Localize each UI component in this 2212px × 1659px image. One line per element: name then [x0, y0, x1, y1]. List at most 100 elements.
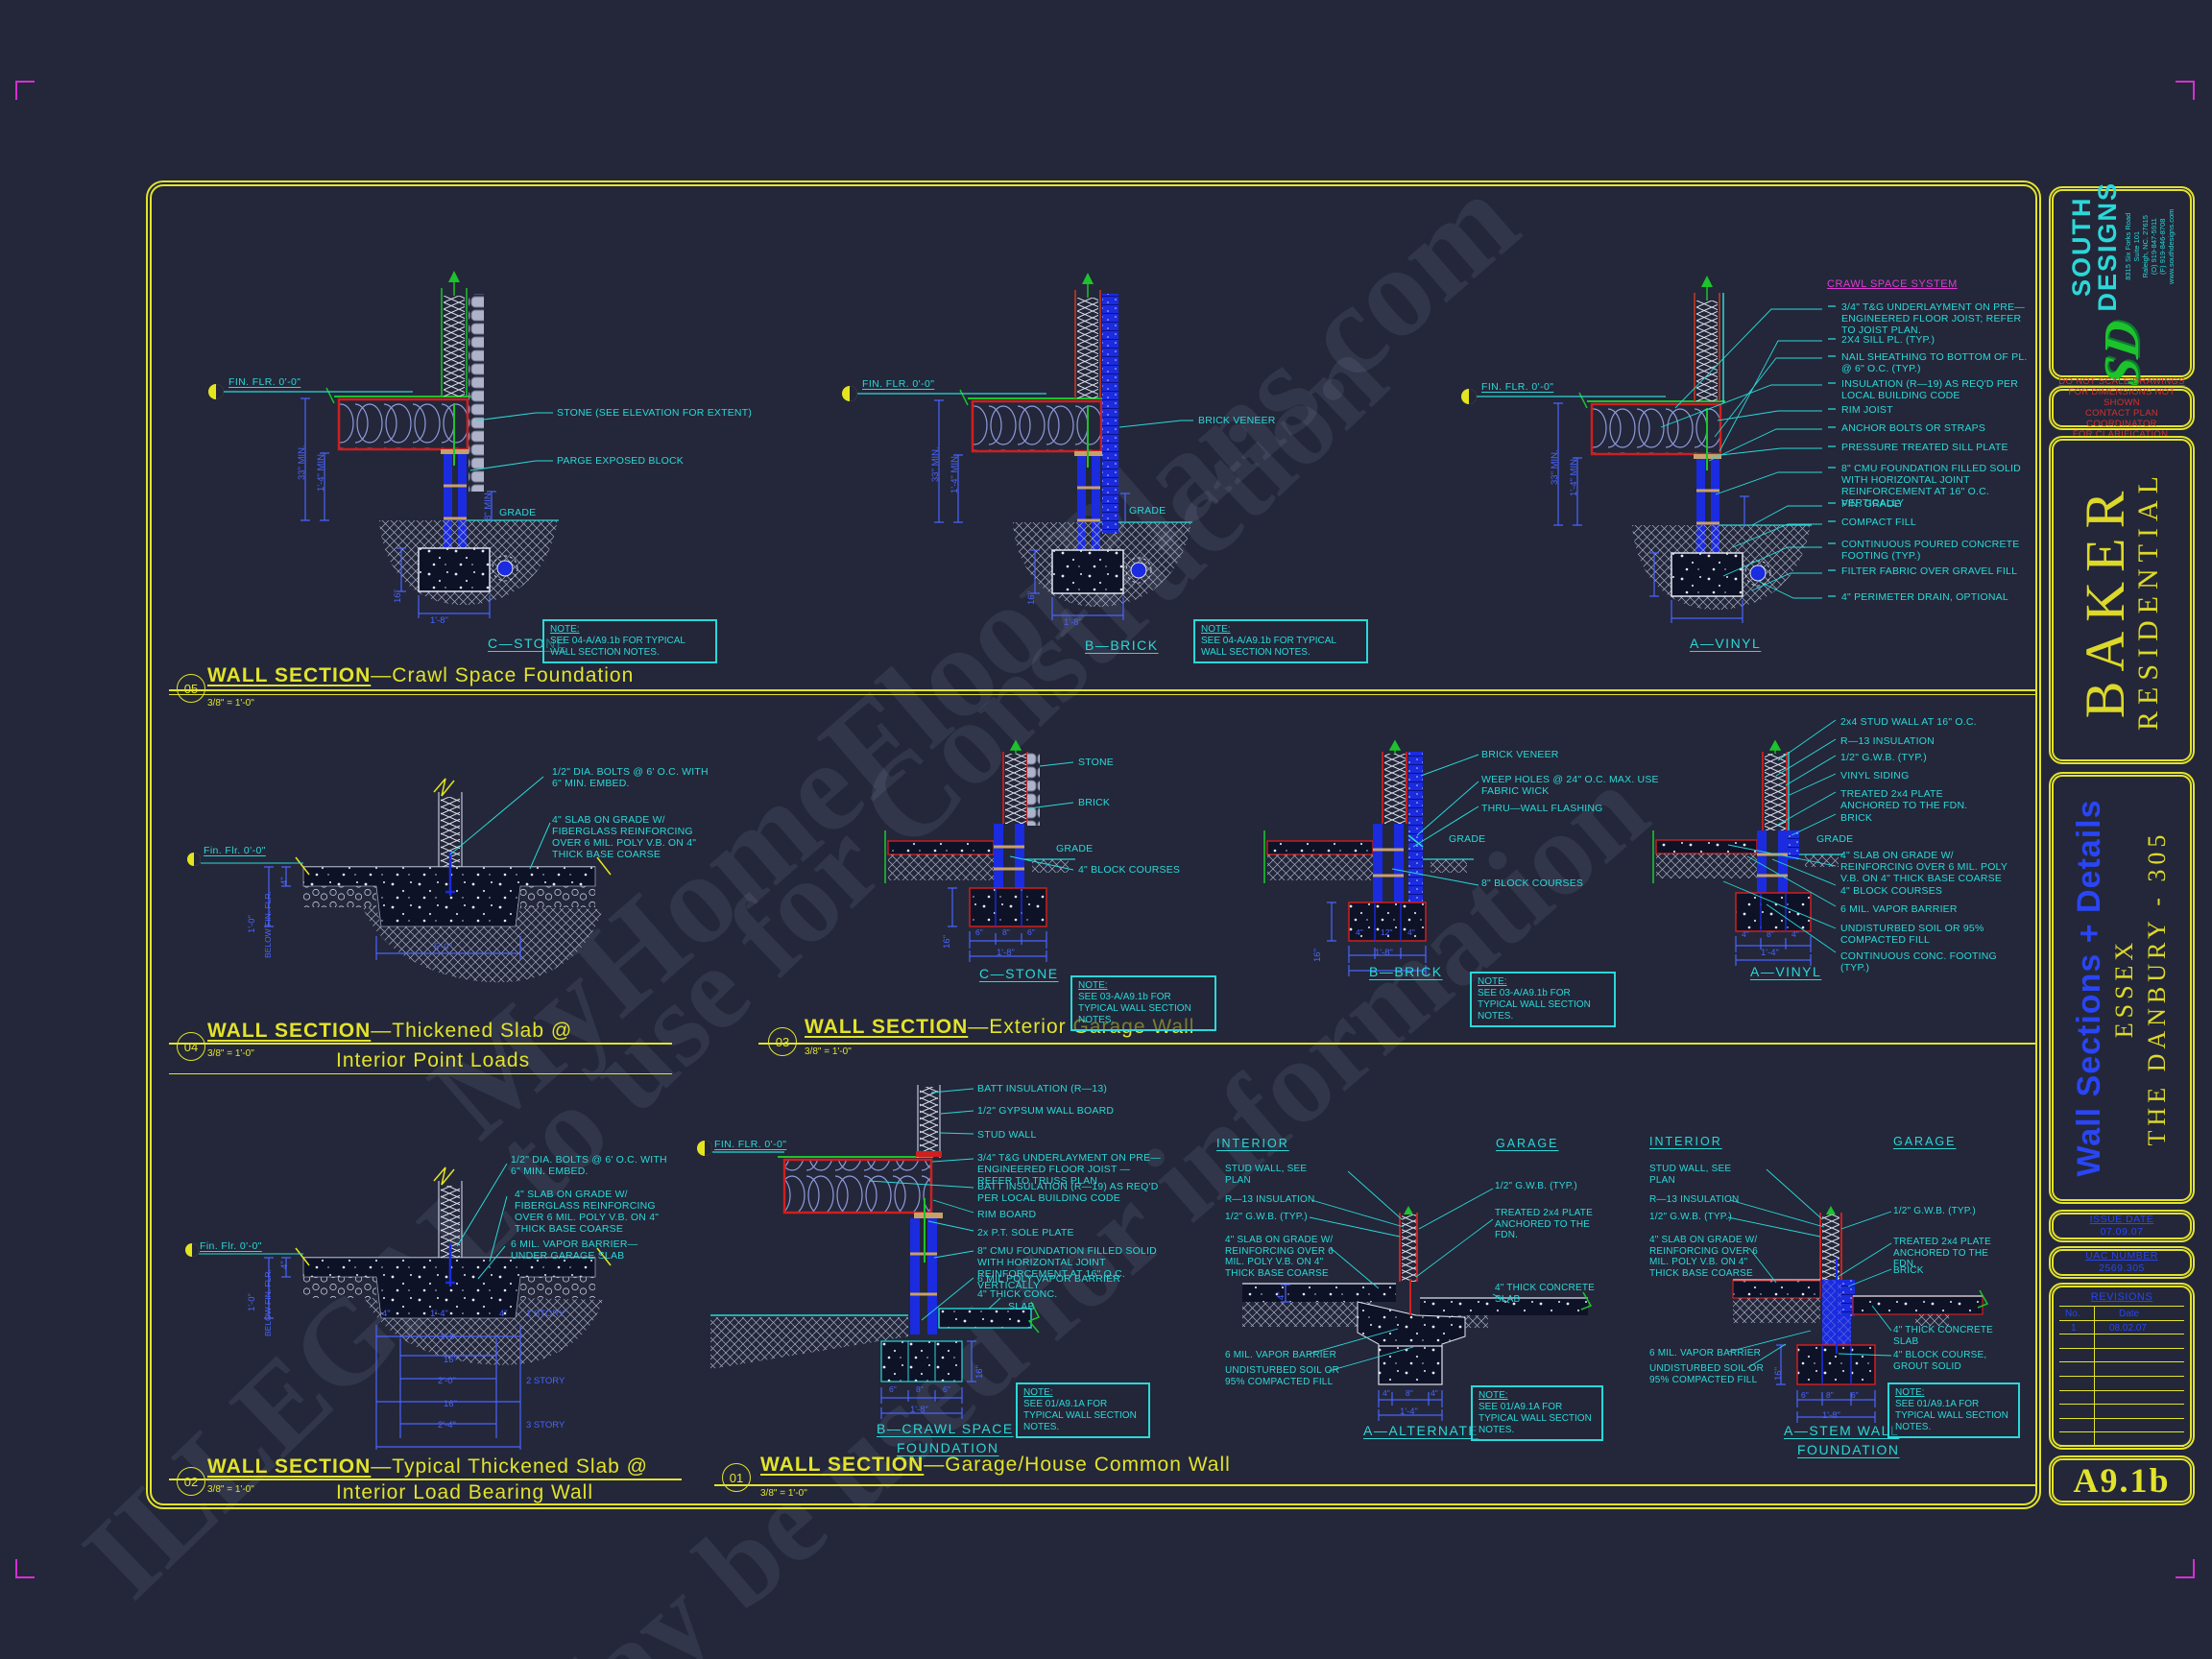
dim-01alt-s1: 4"	[1382, 1388, 1390, 1398]
common-wall-leaders	[868, 1088, 1001, 1321]
callout-03a-8: 4" SLAB ON GRADE W/ REINFORCING OVER 6 M…	[1840, 850, 2008, 884]
dim-02-below: BELOW FIN. FLR.	[263, 1269, 273, 1336]
note-05b: NOTE:SEE 04-A/A9.1b FOR TYPICAL WALL SEC…	[1193, 619, 1368, 663]
sheet-number: A9.1b	[2073, 1461, 2171, 1500]
callout-01alt-r3: 4" THICK CONCRETE SLAB	[1495, 1283, 1596, 1305]
callout-01b-slab: SLAB	[1008, 1301, 1035, 1312]
section-01-title-rest: —Garage/House Common Wall	[924, 1454, 1231, 1476]
label-03a: A—VINYL	[1750, 964, 1822, 979]
section-02-scale: 3/8" = 1'-0"	[207, 1484, 254, 1495]
dim-01b-s3: 6"	[943, 1384, 950, 1394]
callout-01alt-l6: UNDISTURBED SOIL OR 95% COMPACTED FILL	[1225, 1365, 1340, 1387]
revision-row-empty	[2059, 1432, 2184, 1447]
disclaimer-4: FOR CLARIFICATION.	[2072, 429, 2172, 440]
section-03-bubble: 03	[768, 1027, 797, 1056]
callout-01alt-l5: 6 MIL. VAPOR BARRIER	[1225, 1350, 1337, 1360]
crawl-item-4: INSULATION (R—19) AS REQ'D PER LOCAL BUI…	[1841, 378, 2019, 401]
titleblock-sheetnumber-box: A9.1b	[2049, 1455, 2195, 1505]
corner-mark-bottom-left	[15, 1559, 35, 1578]
label-03b: B—BRICK	[1369, 964, 1443, 979]
note-03b: NOTE:SEE 03-A/A9.1b FOR TYPICAL WALL SEC…	[1470, 972, 1616, 1027]
label-05b: B—BRICK	[1085, 637, 1159, 653]
callout-04-slab: 4" SLAB ON GRADE W/ FIBERGLASS REINFORCI…	[552, 814, 697, 860]
dim-03b-s2: 12"	[1381, 927, 1393, 937]
section-05-rule-2	[169, 694, 2037, 695]
dim-04-50: 5'-0"	[434, 942, 452, 952]
dim-05c-16: 16"	[393, 589, 403, 603]
callout-01alt-l2: R—13 INSULATION	[1225, 1194, 1315, 1205]
titleblock-project-content: Wall Sections + Details ESSEX THE DANBUR…	[2054, 779, 2190, 1197]
detail-03c-linework	[884, 739, 1075, 962]
callout-03c-stone: STONE	[1078, 757, 1114, 768]
dim-04-10: 1'-0"	[247, 915, 257, 933]
detail-05c-stone-linework	[206, 269, 561, 620]
dim-05c-14: 1'-4" MIN.	[316, 451, 326, 492]
titleblock-firm-box	[2049, 186, 2195, 380]
section-05-number: 05	[183, 681, 199, 696]
detail-01b-linework	[697, 1085, 1041, 1419]
detail-02-linework	[185, 1163, 612, 1450]
revision-1-no: 1	[2071, 1322, 2077, 1334]
callout-02-bolts: 1/2" DIA. BOLTS @ 6' O.C. WITH 6" MIN. E…	[511, 1154, 667, 1177]
corner-mark-top-left	[15, 81, 35, 100]
dim-03b-16: 16"	[1312, 949, 1323, 962]
callout-03b-grade: GRADE	[1449, 833, 1486, 845]
label-01b-1: B—CRAWL SPACE	[877, 1421, 1014, 1436]
note-01stem: NOTE:SEE 01/A9.1A FOR TYPICAL WALL SECTI…	[1887, 1382, 2020, 1438]
note-05c-label: NOTE:	[550, 624, 580, 635]
callout-05c-grade: GRADE	[499, 507, 537, 518]
crawl-item-5: RIM JOIST	[1841, 404, 1893, 416]
dim-02-10: 1'-0"	[247, 1293, 257, 1311]
section-04-number: 04	[183, 1039, 199, 1054]
section-01-title-bold: WALL SECTION	[760, 1454, 925, 1476]
callout-03c-brick: BRICK	[1078, 797, 1111, 808]
dim-03a-s2: 8"	[1767, 929, 1774, 939]
section-02-rule-2	[169, 1503, 682, 1504]
titleblock-revisions-box: REVISIONS No. Date 1 08.02.07	[2049, 1283, 2195, 1450]
callout-03a-7: GRADE	[1816, 833, 1854, 845]
client-name: BAKER	[2074, 481, 2136, 719]
dim-02-s3: 3 STORY	[526, 1420, 565, 1431]
dim-05a-14: 1'-4" MIN.	[1569, 456, 1579, 496]
revision-row-empty	[2059, 1405, 2184, 1419]
callout-01stem-l3: 1/2" G.W.B. (TYP.)	[1649, 1212, 1732, 1222]
corner-mark-top-right	[2176, 81, 2195, 100]
section-04-rule-2	[169, 1073, 672, 1074]
revision-row-empty	[2059, 1377, 2184, 1391]
callout-01alt-r2: TREATED 2x4 PLATE ANCHORED TO THE FDN.	[1495, 1208, 1593, 1240]
titleblock-job-box: UAC NUMBER 2569.305	[2049, 1246, 2195, 1279]
callout-01b-5: BATT INSULATION (R—19) AS REQ'D PER LOCA…	[977, 1181, 1159, 1204]
firm-addr-1: 8315 Six Forks Road	[2123, 212, 2132, 280]
callout-01stem-l6: UNDISTURBED SOIL OR 95% COMPACTED FILL	[1649, 1363, 1765, 1385]
crawl-item-13: 4" PERIMETER DRAIN, OPTIONAL	[1841, 591, 2008, 603]
section-04-rule	[169, 1043, 672, 1046]
client-type: RESIDENTIAL	[2132, 469, 2164, 731]
revision-row-empty	[2059, 1349, 2184, 1363]
label-01alt: A—ALTERNATE	[1363, 1423, 1479, 1438]
dim-01alt-total: 1'-4"	[1400, 1407, 1418, 1417]
dim-02-r1b: 1'-4"	[430, 1309, 448, 1319]
callout-02-slab: 4" SLAB ON GRADE W/ FIBERGLASS REINFORCI…	[515, 1189, 660, 1235]
note-01alt-text: SEE 01/A9.1A FOR TYPICAL WALL SECTION NO…	[1479, 1402, 1592, 1435]
dim-05b-14: 1'-4" MIN.	[950, 453, 960, 493]
callout-01alt-r1: 1/2" G.W.B. (TYP.)	[1495, 1181, 1577, 1191]
section-05-title: WALL SECTION—Crawl Space Foundation	[207, 664, 634, 687]
detail-04-linework	[187, 776, 612, 983]
job-number: UAC NUMBER 2569.305	[2085, 1250, 2158, 1275]
callout-03c-grade: GRADE	[1056, 843, 1094, 854]
issue-date: ISSUE DATE 07.09.07	[2090, 1214, 2154, 1238]
dim-01stem-s1: 6"	[1801, 1390, 1809, 1400]
crawl-item-10: COMPACT FILL	[1841, 517, 1916, 528]
section-02-rule	[169, 1479, 682, 1481]
callout-01b-6: RIM BOARD	[977, 1209, 1037, 1220]
dim-02-r4: 2'-0"	[438, 1376, 456, 1386]
section-02-title-rest: —Typical Thickened Slab @	[371, 1455, 649, 1478]
firm-addr-3: Raleigh, NC. 27615	[2140, 215, 2150, 278]
section-03-number: 03	[775, 1034, 790, 1049]
callout-01b-8: 8" CMU FOUNDATION FILLED SOLID WITH HORI…	[977, 1245, 1157, 1291]
dim-03a-total: 1'-4"	[1761, 948, 1779, 958]
issue-date-label: ISSUE DATE	[2089, 1214, 2154, 1225]
section-02-bubble: 02	[177, 1467, 205, 1496]
section-05-scale: 3/8" = 1'-0"	[207, 698, 254, 709]
